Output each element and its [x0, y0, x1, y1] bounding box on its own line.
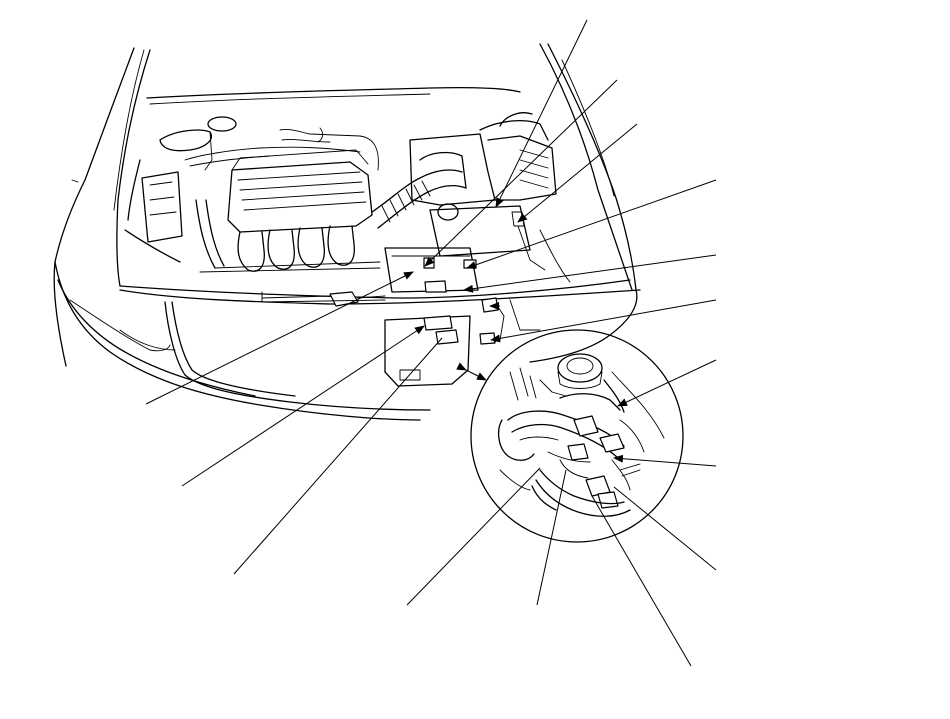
callout-leader-11	[145, 271, 414, 405]
detail-magnifier	[470, 329, 684, 543]
engine-bay	[124, 112, 571, 387]
callout-leader-8	[613, 454, 717, 467]
callout-leader-6	[490, 299, 717, 343]
callout-leader-15	[536, 469, 567, 606]
magnifier-pointer	[456, 362, 487, 381]
callout-leaders	[145, 19, 717, 667]
callout-leader-12	[181, 325, 425, 487]
callout-leader-13	[233, 337, 443, 575]
callout-leader-9	[613, 486, 717, 571]
callout-leader-5	[463, 254, 717, 293]
callout-leader-3	[517, 123, 638, 223]
callout-leader-14	[406, 467, 541, 606]
vehicle-body	[53, 43, 641, 421]
callout-leader-16	[591, 495, 692, 667]
callout-leader-1	[495, 19, 588, 208]
callout-leader-2	[424, 79, 618, 267]
callout-leader-4	[466, 179, 717, 269]
callout-leader-7	[617, 359, 717, 407]
